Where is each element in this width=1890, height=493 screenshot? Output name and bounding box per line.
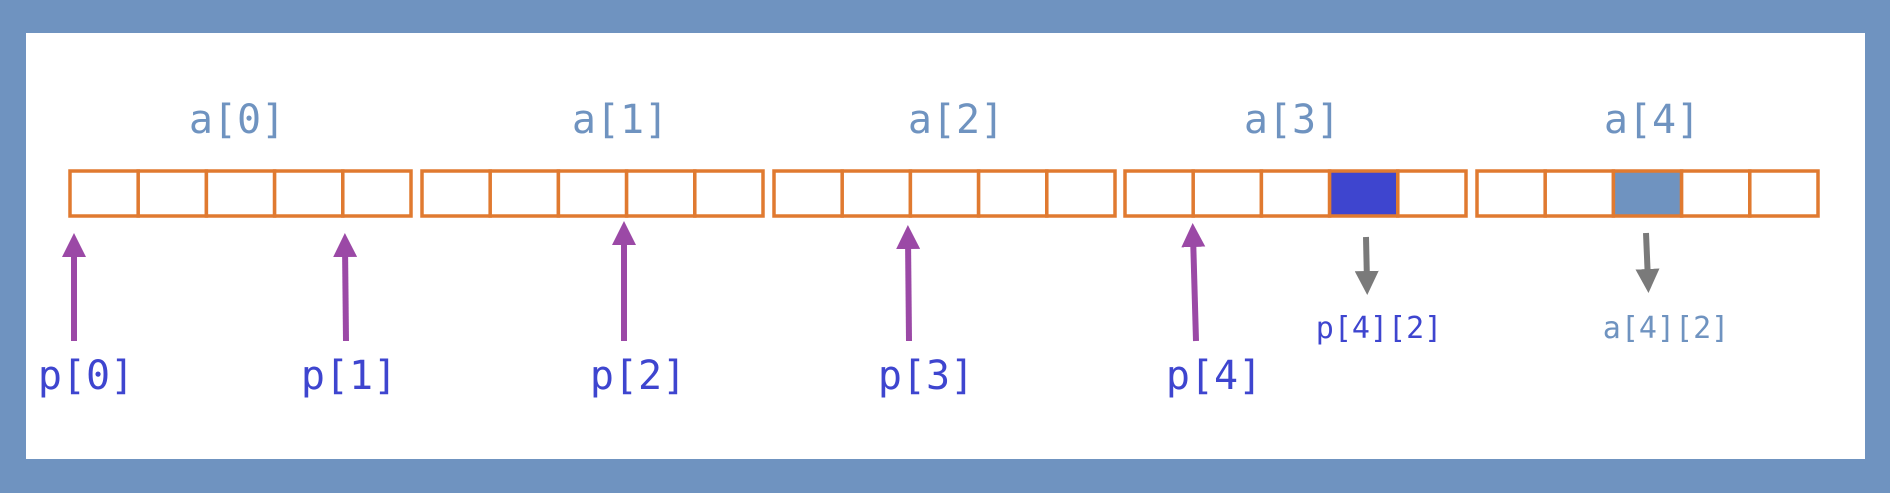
cell-a1-4 (693, 169, 765, 218)
array-label-a1: a[1] (572, 97, 668, 143)
diagram-frame: a[0] a[1] a[2] a[3] a[4] p[0] p[1] p[2] … (26, 33, 1865, 459)
cell-a3-2 (1259, 169, 1332, 218)
cell-a2-2 (908, 169, 981, 218)
cell-a2-1 (840, 169, 913, 218)
pointer-arrow-p1 (333, 233, 358, 342)
array-pointer-diagram: a[0] a[1] a[2] a[3] a[4] p[0] p[1] p[2] … (38, 97, 1820, 399)
element-arrow-p42 (1354, 236, 1379, 295)
array-label-a0: a[0] (189, 97, 285, 143)
array-rows (68, 169, 1820, 218)
cell-a2-0 (772, 169, 844, 218)
element-arrow-a42 (1635, 232, 1660, 293)
cell-a0-3 (272, 169, 345, 218)
cell-a4-1 (1543, 169, 1616, 218)
cell-a2-4 (1045, 169, 1117, 218)
array-label-a4: a[4] (1604, 97, 1700, 143)
element-label-a42: a[4][2] (1603, 311, 1729, 346)
cell-a1-3 (624, 169, 697, 218)
pointer-label-p3: p[3] (878, 353, 974, 399)
cell-a3-3 (1327, 169, 1400, 218)
pointer-arrow-p4 (1181, 223, 1206, 342)
cell-a0-0 (68, 169, 140, 218)
cell-a3-4 (1396, 169, 1468, 218)
cell-a4-3 (1679, 169, 1752, 218)
cell-a1-0 (420, 169, 492, 218)
pointer-label-p4: p[4] (1166, 353, 1262, 399)
cell-a4-4 (1748, 169, 1820, 218)
cell-a1-1 (488, 169, 561, 218)
array-label-a2: a[2] (908, 97, 1004, 143)
cell-a4-0 (1475, 169, 1547, 218)
cell-a3-0 (1123, 169, 1195, 218)
cell-a0-4 (341, 169, 413, 218)
cell-a4-2 (1611, 169, 1684, 218)
cell-a0-1 (136, 169, 209, 218)
element-label-p42: p[4][2] (1316, 311, 1442, 346)
cell-a3-1 (1191, 169, 1264, 218)
pointer-label-p2: p[2] (590, 353, 686, 399)
cell-a0-2 (204, 169, 277, 218)
pointer-arrow-p3 (896, 225, 921, 342)
cell-a1-2 (556, 169, 629, 218)
pointer-label-p0: p[0] (38, 353, 134, 399)
pointer-label-p1: p[1] (301, 353, 397, 399)
array-label-a3: a[3] (1244, 97, 1340, 143)
cell-a2-3 (976, 169, 1049, 218)
